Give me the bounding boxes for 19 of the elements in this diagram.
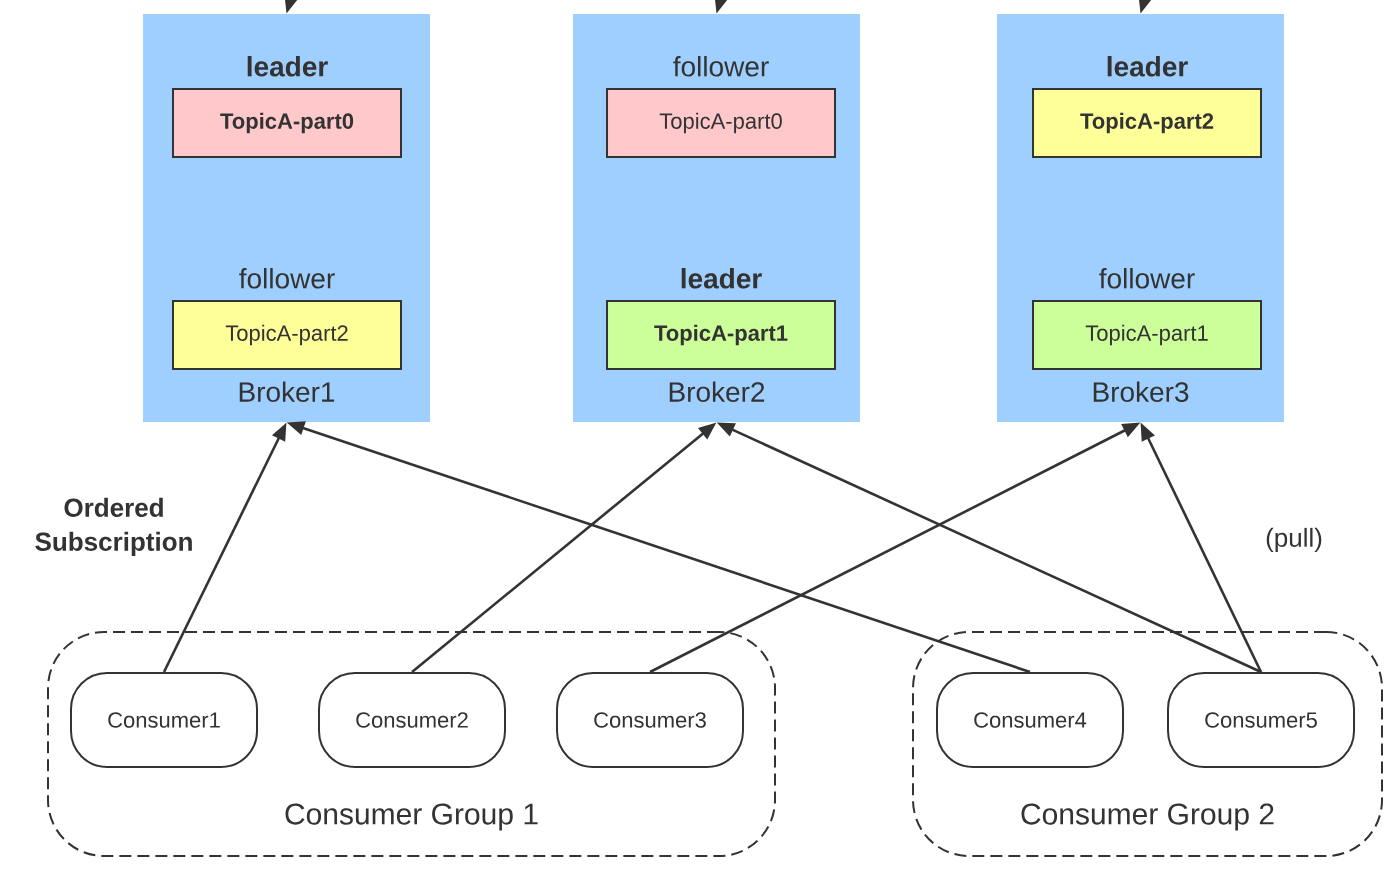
partition-box: TopicA-part1: [606, 300, 836, 370]
role-heading: leader: [247, 56, 328, 77]
role-heading: follower: [239, 268, 335, 289]
consumer-box: Consumer2: [318, 672, 506, 768]
annotation-text: (pull): [1266, 527, 1322, 553]
partition-box: TopicA-part0: [172, 88, 402, 158]
role-heading: leader: [1107, 56, 1188, 77]
role-heading: follower: [1099, 268, 1195, 289]
partition-box: TopicA-part0: [606, 88, 836, 158]
role-heading: leader: [681, 268, 762, 289]
consumer-box: Consumer4: [936, 672, 1124, 768]
annotation-text: Ordered Subscription: [35, 497, 192, 557]
partition-box: TopicA-part2: [172, 300, 402, 370]
consumer-box: Consumer5: [1167, 672, 1355, 768]
consumer-box: Consumer1: [70, 672, 258, 768]
role-heading: follower: [673, 56, 769, 77]
partition-box: TopicA-part2: [1032, 88, 1262, 158]
partition-box: TopicA-part1: [1032, 300, 1262, 370]
consumer-box: Consumer3: [556, 672, 744, 768]
